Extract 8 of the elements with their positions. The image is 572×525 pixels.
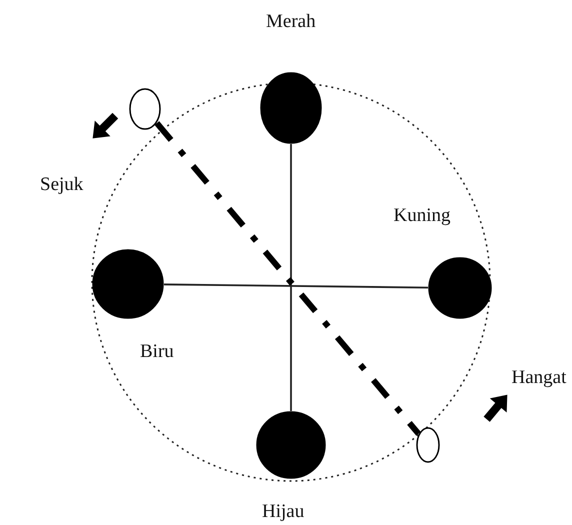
connector-line	[164, 284, 428, 289]
color-label: Hijau	[262, 501, 304, 523]
color-label: Merah	[266, 11, 316, 33]
color-label: Kuning	[394, 205, 450, 227]
color-label: Biru	[140, 341, 174, 363]
temperature-label: Hangat	[512, 367, 566, 389]
connector-line	[290, 144, 292, 411]
temperature-label: Sejuk	[40, 174, 84, 196]
